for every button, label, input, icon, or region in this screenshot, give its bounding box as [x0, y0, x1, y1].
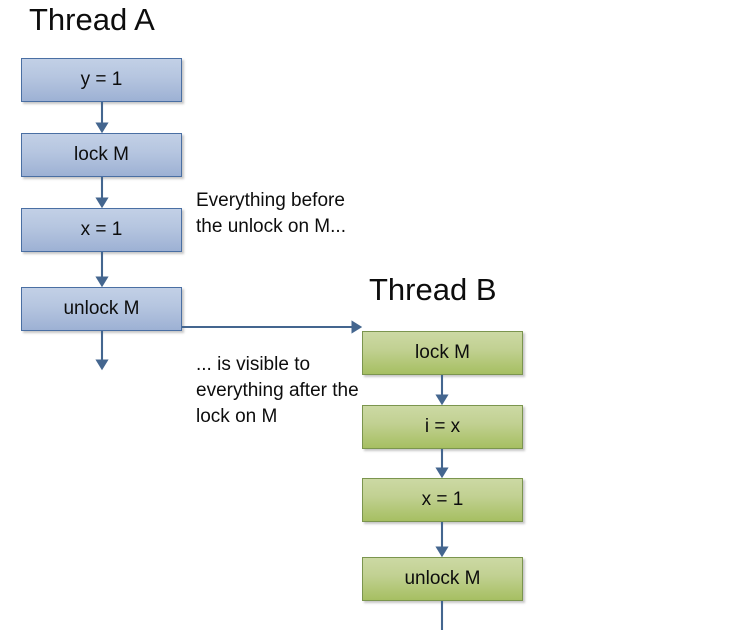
- annotation-before-unlock: Everything before the unlock on M...: [196, 190, 346, 237]
- thread-b-node-i-assign: i = x: [362, 405, 523, 449]
- thread-b-title: Thread B: [369, 272, 497, 307]
- thread-b-node-unlock: unlock M: [362, 557, 523, 601]
- annotation-after-lock: ... is visible to everything after the l…: [196, 354, 359, 427]
- thread-b-node-lock: lock M: [362, 331, 523, 375]
- thread-b-node-x-assign: x = 1: [362, 478, 523, 522]
- thread-a-title: Thread A: [29, 2, 155, 37]
- thread-a-node-y-assign: y = 1: [21, 58, 182, 102]
- thread-a-node-x-assign: x = 1: [21, 208, 182, 252]
- thread-a-node-unlock: unlock M: [21, 287, 182, 331]
- thread-a-node-lock: lock M: [21, 133, 182, 177]
